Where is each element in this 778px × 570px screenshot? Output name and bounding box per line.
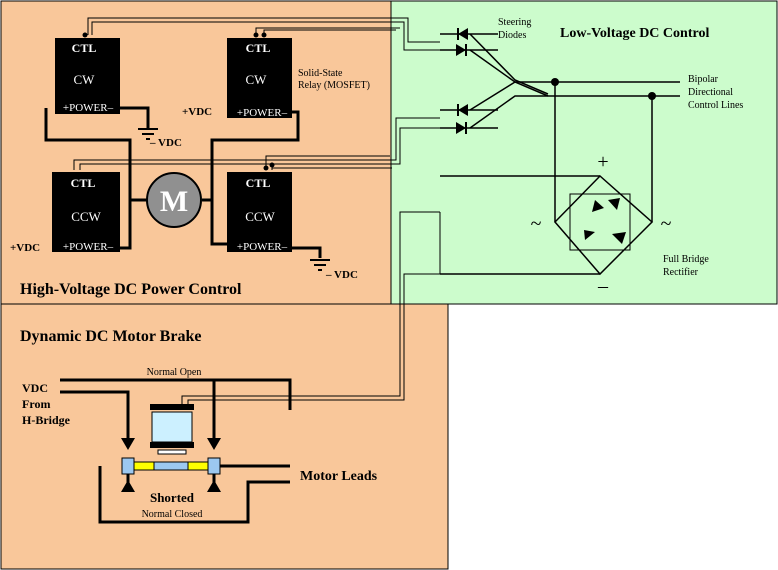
junction-dot [551, 78, 559, 86]
vdc-positive-label-2: +VDC [10, 242, 40, 254]
vdc-from-hbridge-label: VDC From H-Bridge [22, 381, 71, 427]
normal-open-label: Normal Open [147, 367, 202, 378]
relay-power-label: +POWER– [63, 102, 114, 114]
control-wiring [73, 17, 441, 404]
relay-cw-2: CTL CW +POWER– [227, 38, 292, 119]
relay-ctl-label: CTL [246, 176, 271, 190]
relay-ccw-2: CTL CCW +POWER– [227, 172, 292, 253]
relay-dir-label: CCW [71, 209, 101, 224]
steering-diode-2 [456, 44, 466, 56]
brake-title: Dynamic DC Motor Brake [20, 328, 201, 345]
motor-label: M [160, 185, 188, 218]
brake-arrows [121, 438, 221, 492]
relay-dir-label: CW [246, 72, 268, 87]
motor-leads-label: Motor Leads [300, 469, 378, 484]
vdc-positive-label-1: +VDC [182, 106, 212, 118]
relay-power-label: +POWER– [63, 241, 114, 253]
steering-wiring [440, 33, 680, 275]
junction-dot [648, 92, 656, 100]
relay-power-label: +POWER– [237, 241, 288, 253]
bipolar-control-lines-label: Bipolar Directional Control Lines [688, 74, 743, 111]
rectifier-minus-label: – [597, 275, 609, 297]
ac-right-label: ~ [661, 213, 672, 235]
rectifier-label: Full Bridge Rectifier [663, 254, 711, 278]
low-voltage-panel [390, 0, 778, 305]
relay-cw-1: CTL CW +POWER– [55, 38, 120, 114]
ac-left-label: ~ [531, 213, 542, 235]
ground-symbol-2 [310, 259, 330, 271]
brake-contact-bar [121, 457, 221, 475]
normal-closed-label: Normal Closed [142, 509, 203, 520]
steering-diode-4 [456, 122, 466, 134]
steering-diode-3 [458, 104, 468, 116]
full-bridge-rectifier [553, 174, 654, 276]
relay-coil [150, 404, 194, 455]
rectifier-plus-label: + [597, 151, 608, 173]
vdc-negative-label-2: – VDC [325, 269, 358, 281]
junction-dots [82, 32, 275, 171]
steering-diode-1 [458, 28, 468, 40]
relay-power-label: +POWER– [237, 107, 288, 119]
ground-symbol-1 [138, 128, 158, 140]
low-voltage-title: Low-Voltage DC Control [560, 26, 709, 41]
relay-ctl-label: CTL [72, 41, 97, 55]
brake-panel [0, 303, 449, 570]
relay-dir-label: CW [74, 72, 96, 87]
relay-dir-label: CCW [245, 209, 275, 224]
motor [146, 172, 202, 228]
vdc-negative-label-1: – VDC [149, 137, 182, 149]
steering-diodes-label: Steering Diodes [498, 17, 534, 41]
relay-ccw-1: CTL CCW +POWER– [52, 172, 120, 253]
steering-diodes [456, 28, 468, 134]
relay-ctl-label: CTL [71, 176, 96, 190]
relay-ctl-label: CTL [246, 41, 271, 55]
brake-wiring [60, 378, 292, 524]
solid-state-relay-note: Solid-State Relay (MOSFET) [298, 68, 370, 91]
high-voltage-title: High-Voltage DC Power Control [20, 281, 242, 298]
shorted-label: Shorted [150, 490, 195, 505]
